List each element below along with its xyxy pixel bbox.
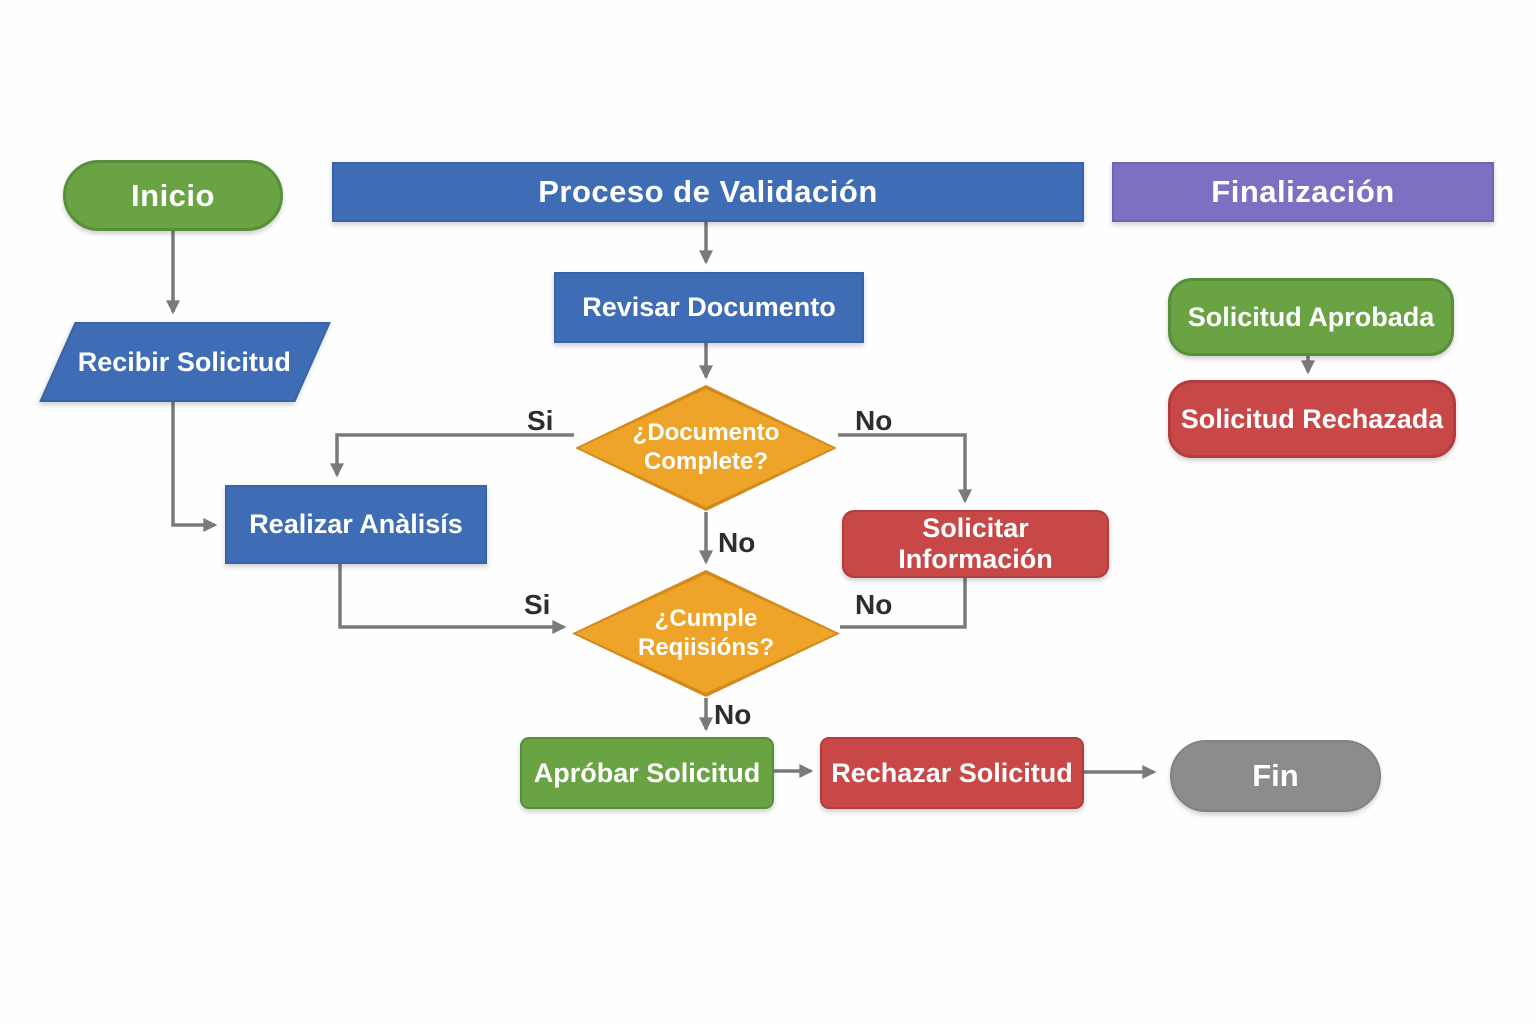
solicitud-aprobada-pill: Solicitud Aprobada bbox=[1168, 278, 1454, 356]
realizar-analisis-box: Realizar Anàlisís bbox=[225, 485, 487, 564]
end-label: Fin bbox=[1252, 758, 1299, 793]
cumple-requisitos-label: ¿Cumple Reqiisións? bbox=[637, 604, 775, 661]
solicitar-informacion-box: Solicitar Información bbox=[842, 510, 1109, 578]
solicitud-rechazada-pill: Solicitud Rechazada bbox=[1168, 380, 1456, 458]
cumple-requisitos-decision: ¿Cumple Reqiisións? bbox=[572, 570, 840, 697]
solicitar-informacion-label: Solicitar Información bbox=[898, 513, 1053, 574]
revisar-documento-box: Revisar Documento bbox=[554, 272, 864, 343]
recibir-solicitud-parallelogram: Recibir Solicitud bbox=[39, 322, 331, 402]
aprobar-solicitud-label: Apróbar Solicitud bbox=[533, 757, 761, 788]
branch-label-no-documento: No bbox=[855, 405, 893, 436]
branch-label-no-cumple-down: No bbox=[714, 699, 752, 730]
end-terminator: Fin bbox=[1170, 740, 1381, 812]
start-label: Inicio bbox=[131, 177, 215, 213]
lane-header-proceso: Proceso de Validación bbox=[332, 162, 1084, 222]
solicitud-rechazada-label: Solicitud Rechazada bbox=[1180, 403, 1444, 434]
lane-header-proceso-label: Proceso de Validación bbox=[538, 174, 878, 209]
branch-label-si-documento: Si bbox=[527, 405, 554, 436]
realizar-analisis-label: Realizar Anàlisís bbox=[249, 509, 463, 539]
lane-header-finalizacion: Finalización bbox=[1112, 162, 1494, 222]
rechazar-solicitud-box: Rechazar Solicitud bbox=[820, 737, 1084, 809]
branch-label-no-cumple: No bbox=[855, 589, 893, 620]
rechazar-solicitud-label: Rechazar Solicitud bbox=[831, 757, 1073, 788]
start-terminator: Inicio bbox=[63, 160, 283, 231]
branch-label-no-documento-down: No bbox=[718, 527, 756, 558]
documento-completo-decision: ¿Documento Complete? bbox=[575, 385, 837, 511]
documento-completo-label: ¿Documento Complete? bbox=[632, 419, 780, 475]
revisar-documento-label: Revisar Documento bbox=[582, 292, 836, 322]
recibir-solicitud-label: Recibir Solicitud bbox=[78, 346, 292, 377]
solicitud-aprobada-label: Solicitud Aprobada bbox=[1187, 301, 1435, 332]
lane-header-finalizacion-label: Finalización bbox=[1211, 174, 1395, 209]
branch-label-si-cumple: Si bbox=[524, 589, 551, 620]
aprobar-solicitud-box: Apróbar Solicitud bbox=[520, 737, 774, 809]
